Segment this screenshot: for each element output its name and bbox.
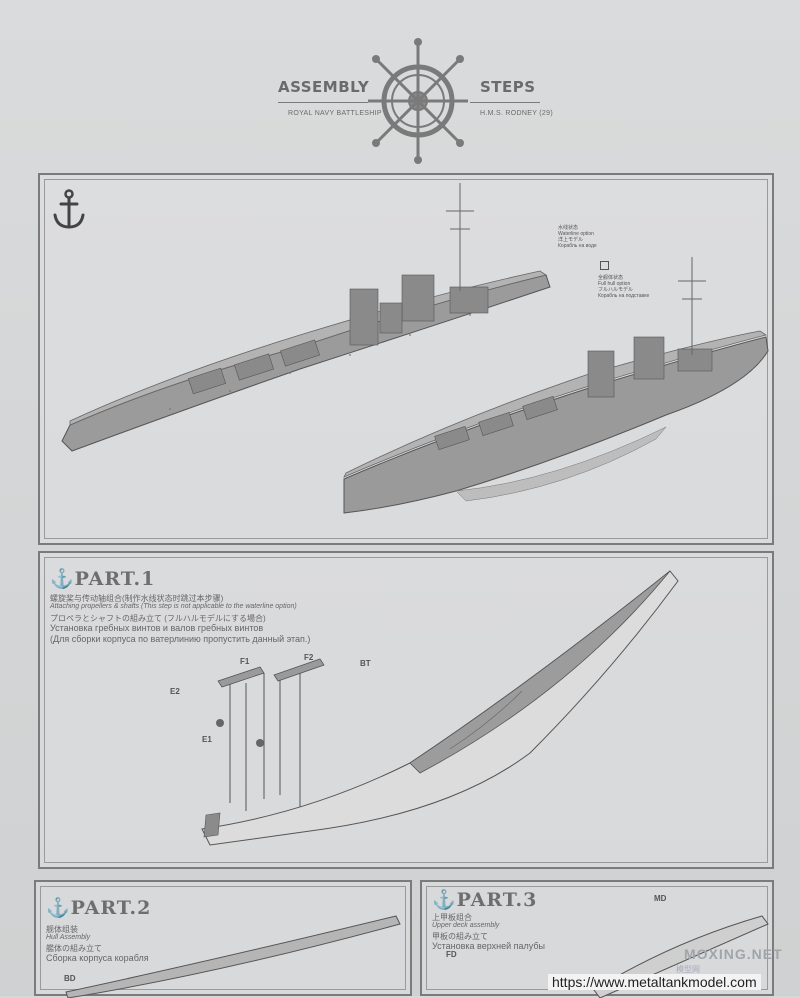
part3-en: Upper deck assembly: [432, 922, 500, 929]
part1-title: ⚓PART.1: [50, 568, 156, 590]
waterline-legend: 水线状态 Waterline option 洋上モデル Корабль на в…: [558, 225, 597, 249]
waterline-ship-illustration: [61, 183, 551, 452]
part2-zh: 舰体组装: [46, 925, 78, 934]
part1-ja: プロペラとシャフトの組み立て (フルハルモデルにする場合): [50, 614, 266, 623]
anchor-small-icon: ⚓: [46, 897, 71, 919]
label-fd: FD: [446, 950, 457, 959]
label-bt: BT: [360, 659, 371, 668]
watermark-sub: 模型网: [676, 965, 700, 974]
part3-zh: 上甲板组合: [432, 913, 472, 922]
label-bd: BD: [64, 974, 76, 983]
anchor-icon: [53, 189, 85, 229]
label-md: MD: [654, 894, 667, 903]
part1-hull-diagram: [201, 570, 679, 846]
overview-panel: 水线状态 Waterline option 洋上モデル Корабль на в…: [38, 173, 774, 545]
full-hull-legend: 全舰体状态 Full hull option フルハルモデル Корабль н…: [598, 275, 650, 299]
header-rule-right: [470, 102, 540, 103]
part2-title: ⚓PART.2: [46, 897, 152, 919]
part1-panel: ⚓PART.1 螺旋桨与传动轴组合(制作水线状态时跳过本步骤) Attachin…: [38, 551, 774, 869]
part1-ru1: Установка гребных винтов и валов гребных…: [50, 623, 264, 633]
part2-hull-diagram: [65, 915, 401, 998]
part3-ja: 甲板の組み立て: [432, 932, 488, 941]
ship-wheel-icon: [368, 38, 468, 164]
label-e1: E1: [202, 735, 212, 744]
header-left-title: ASSEMBLY: [278, 78, 370, 96]
part2-ja: 艦体の組み立て: [46, 944, 102, 953]
part2-ru: Сборка корпуса корабля: [46, 953, 149, 963]
full-hull-ship-illustration: [343, 257, 769, 514]
part1-en: Attaching propellers & shafts (This step…: [50, 603, 297, 610]
header-right-subtitle: H.M.S. RODNEY (29): [480, 110, 553, 117]
legend-marker-icon: [600, 261, 609, 270]
part1-zh: 螺旋桨与传动轴组合(制作水线状态时跳过本步骤): [50, 594, 224, 603]
part3-title: ⚓PART.3: [432, 889, 538, 911]
part3-ru: Установка верхней палубы: [432, 941, 545, 951]
anchor-small-icon: ⚓: [50, 568, 75, 590]
watermark-brand: MOXING.NET: [684, 946, 783, 962]
part1-ru2: (Для сборки корпуса по ватерлинию пропус…: [50, 634, 311, 644]
label-e2: E2: [170, 687, 180, 696]
source-url: https://www.metaltankmodel.com: [548, 974, 761, 990]
label-f1: F1: [240, 657, 250, 666]
part2-en: Hull Assembly: [46, 934, 91, 941]
header-rule-left: [278, 102, 368, 103]
header-right-title: STEPS: [480, 78, 536, 96]
label-f2: F2: [304, 653, 314, 662]
anchor-small-icon: ⚓: [432, 889, 457, 911]
part2-panel: ⚓PART.2 舰体组装 Hull Assembly 艦体の組み立て Сборк…: [34, 880, 412, 998]
header-left-subtitle: ROYAL NAVY BATTLESHIP: [288, 110, 382, 117]
